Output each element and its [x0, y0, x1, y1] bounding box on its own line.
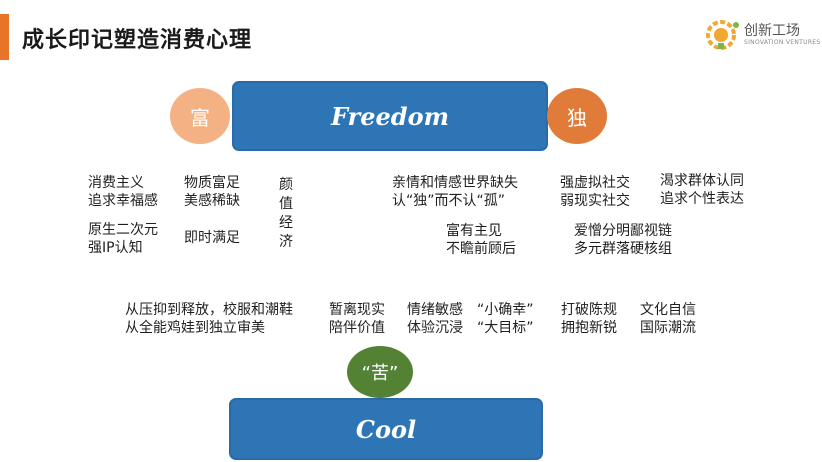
only-child-badge: 独 [547, 88, 607, 144]
logo-subtitle: SINOVATION VENTURES [744, 39, 821, 46]
happiness-text: “小确幸”“大目标” [477, 302, 534, 336]
consumerism-text: 消费主义追求幸福感 [88, 175, 158, 209]
escape-text: 暂离现实陪伴价值 [329, 302, 385, 336]
culture-text: 文化自信国际潮流 [640, 302, 696, 336]
break-rules-text: 打破陈规拥抱新锐 [561, 302, 617, 336]
opinion-text: 富有主见不瞻前顾后 [446, 223, 516, 257]
logo-name: 创新工场 [744, 23, 800, 39]
release-text: 从压抑到释放，校服和潮鞋从全能鸡娃到独立审美 [125, 302, 293, 336]
lightbulb-gear-icon [706, 20, 739, 50]
bitter-badge: “苦” [347, 346, 413, 398]
freedom-banner: Freedom [232, 81, 548, 151]
secondary-text: 原生二次元强IP认知 [88, 222, 158, 256]
love-hate-text: 爱憎分明鄙视链多元群落硬核组 [574, 223, 672, 257]
virtual-social-text: 强虚拟社交弱现实社交 [560, 175, 630, 209]
material-text: 物质富足美感稀缺 [184, 175, 240, 209]
group-identity-text: 渴求群体认同追求个性表达 [660, 173, 744, 207]
family-text: 亲情和情感世界缺失认“独”而不认“孤” [392, 175, 518, 209]
page-title: 成长印记塑造消费心理 [22, 28, 253, 53]
instant-text: 即时满足 [184, 230, 240, 246]
company-logo: 创新工场 SINOVATION VENTURES [703, 16, 820, 54]
appearance-economy-text: 颜值经济 [279, 177, 293, 250]
rich-badge: 富 [170, 88, 230, 144]
title-accent-bar [0, 14, 9, 60]
cool-banner: Cool [229, 398, 543, 460]
emotion-text: 情绪敏感体验沉浸 [407, 302, 463, 336]
